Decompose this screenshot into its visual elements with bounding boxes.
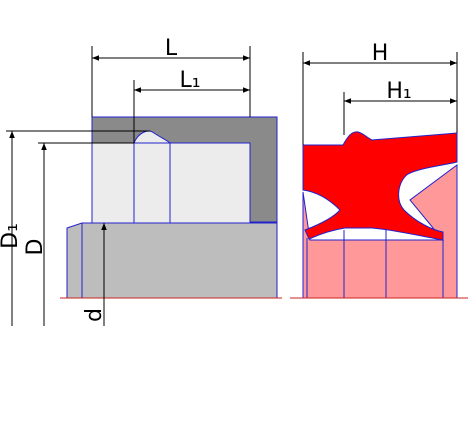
installation-view bbox=[60, 116, 282, 299]
label-H1: H₁ bbox=[386, 79, 411, 104]
label-L: L bbox=[165, 36, 178, 61]
label-d: d bbox=[82, 308, 107, 322]
label-L1: L₁ bbox=[179, 68, 200, 93]
groove-lip-bump bbox=[133, 130, 172, 144]
rod bbox=[66, 222, 278, 299]
label-D1: D₁ bbox=[0, 223, 23, 249]
seal-profile-view bbox=[290, 131, 468, 299]
label-H: H bbox=[372, 41, 389, 66]
seal-body-red bbox=[302, 131, 458, 241]
label-D: D bbox=[23, 239, 48, 256]
dimensions bbox=[6, 46, 458, 326]
seal-groove bbox=[91, 142, 251, 224]
